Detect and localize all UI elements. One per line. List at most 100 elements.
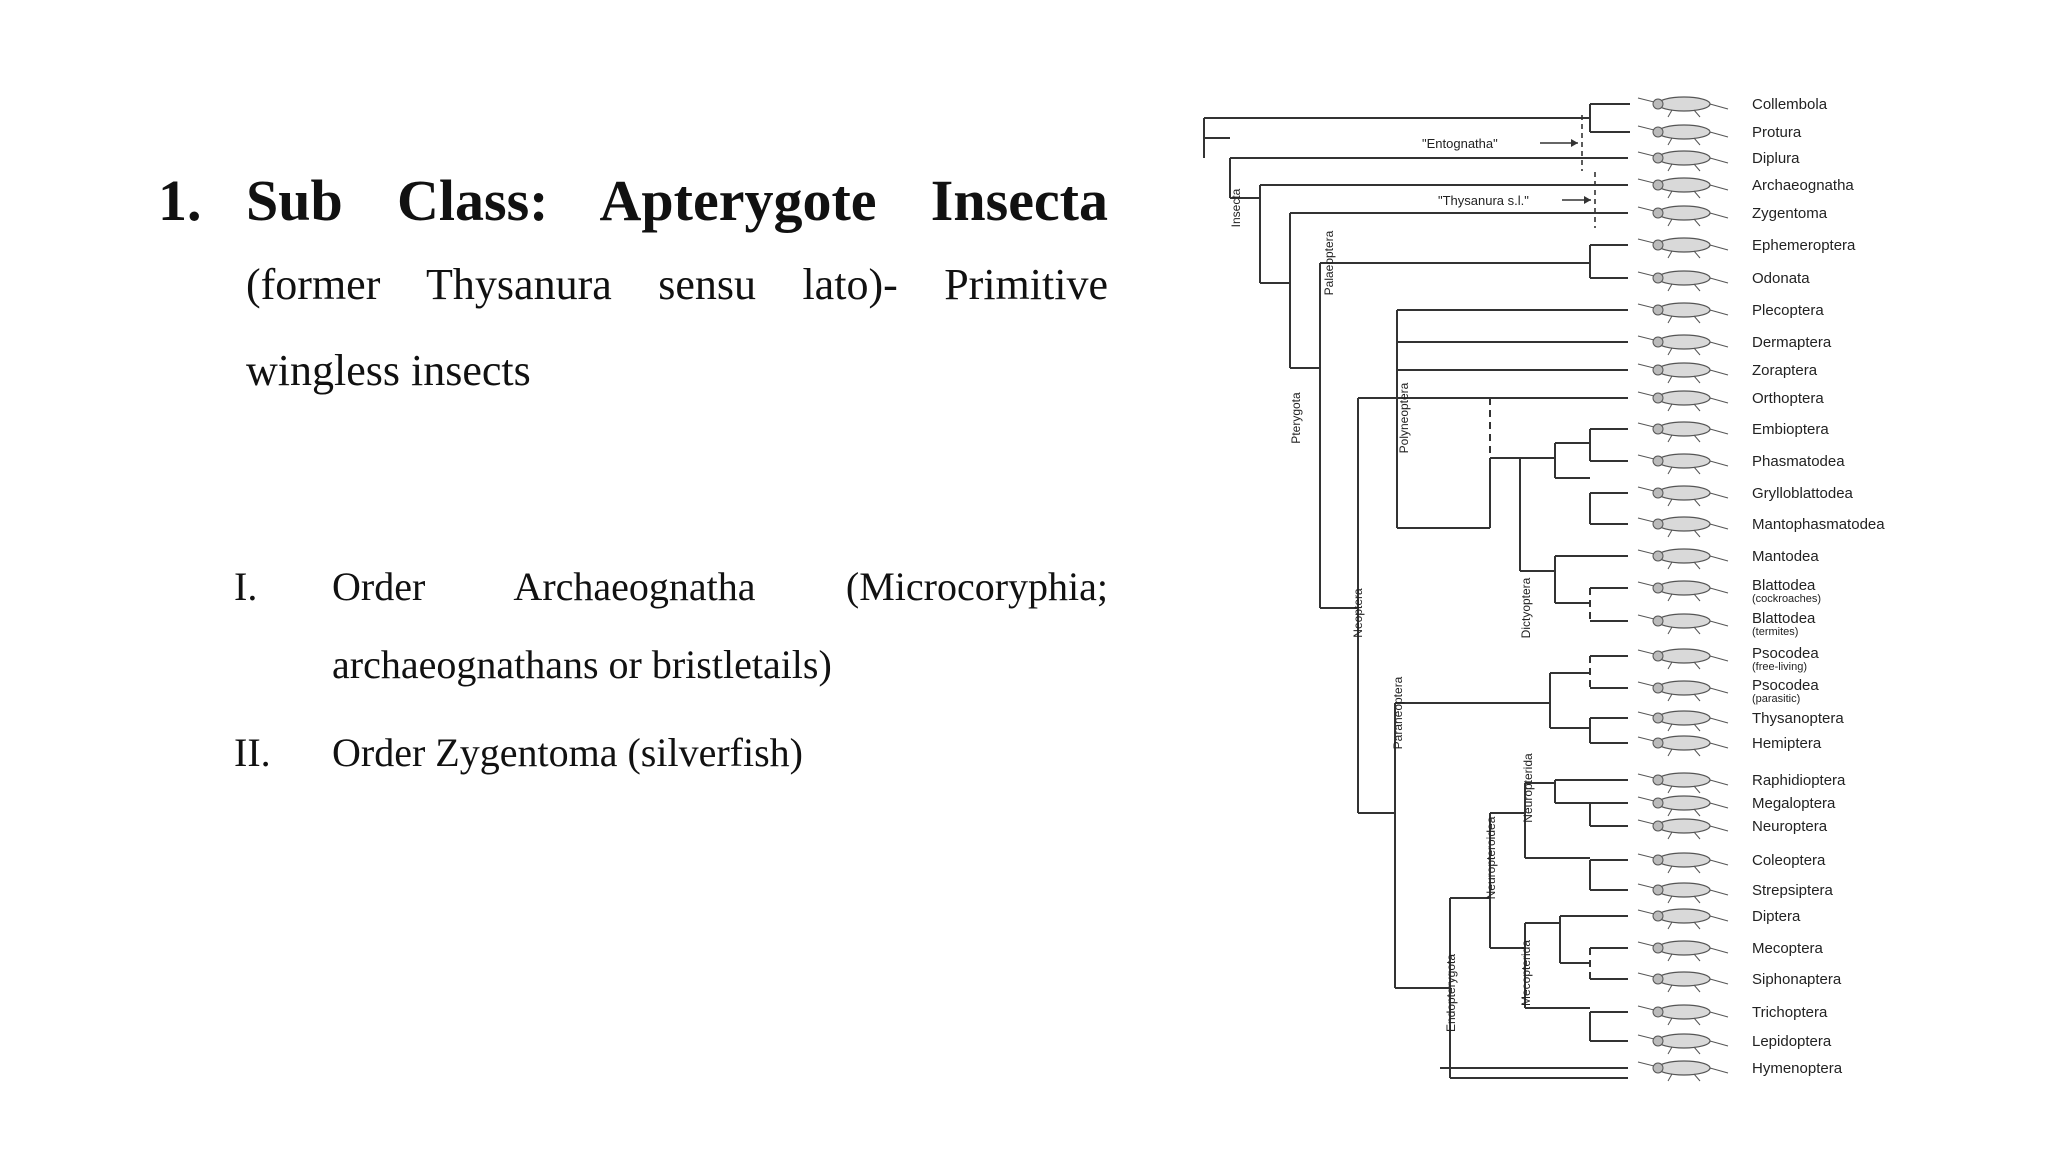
insect-icon bbox=[1637, 516, 1729, 538]
clade-label: Neuropteroidea bbox=[1484, 816, 1498, 899]
insect-icon bbox=[1637, 205, 1729, 227]
taxon-label: Psocodea bbox=[1752, 677, 1819, 694]
section-heading: 1. Sub Class: Apterygote Insecta bbox=[158, 160, 1108, 242]
insect-icon bbox=[1637, 150, 1729, 172]
insect-icon bbox=[1637, 648, 1729, 670]
insect-icon bbox=[1637, 818, 1729, 840]
order-text: Order Zygentoma (silverfish) bbox=[332, 730, 803, 775]
callout-label: "Entognatha" bbox=[1422, 136, 1498, 151]
taxon-label: Lepidoptera bbox=[1752, 1033, 1832, 1050]
clade-label: Polyneoptera bbox=[1397, 382, 1411, 453]
taxon-label: Embioptera bbox=[1752, 421, 1829, 438]
taxon-label: Thysanoptera bbox=[1752, 710, 1844, 727]
insect-icon bbox=[1637, 485, 1729, 507]
insect-icon bbox=[1637, 882, 1729, 904]
tree-branches bbox=[1203, 103, 1630, 1079]
insect-icon bbox=[1637, 1060, 1729, 1082]
clade-label: Dictyoptera bbox=[1519, 577, 1533, 638]
callout-label: "Thysanura s.l." bbox=[1438, 193, 1529, 208]
insect-icon bbox=[1637, 1033, 1729, 1055]
taxon-label: Ephemeroptera bbox=[1752, 237, 1856, 254]
taxon-label: Mantophasmatodea bbox=[1752, 516, 1885, 533]
clade-label: Paraneoptera bbox=[1391, 676, 1405, 749]
taxon-label: Protura bbox=[1752, 124, 1802, 141]
heading-subtitle: (former Thysanura sensu lato)- Primitive… bbox=[246, 260, 1108, 395]
insect-icon bbox=[1637, 453, 1729, 475]
insect-icon bbox=[1637, 852, 1729, 874]
taxon-note: (termites) bbox=[1752, 626, 1798, 638]
taxon-label: Hymenoptera bbox=[1752, 1060, 1843, 1077]
clade-label: Pterygota bbox=[1289, 392, 1303, 444]
taxon-note: (cockroaches) bbox=[1752, 593, 1821, 605]
order-list: I. Order Archaeognatha (Microcoryphia; a… bbox=[234, 548, 1108, 802]
taxon-label: Blattodea bbox=[1752, 577, 1816, 594]
insect-icon bbox=[1637, 940, 1729, 962]
taxon-label: Raphidioptera bbox=[1752, 772, 1846, 789]
taxon-label: Phasmatodea bbox=[1752, 453, 1845, 470]
insect-icon bbox=[1637, 772, 1729, 794]
insect-icon bbox=[1637, 735, 1729, 757]
clade-label: Neoptera bbox=[1351, 588, 1365, 638]
taxon-labels: CollembolaProturaDipluraArchaeognathaZyg… bbox=[1752, 96, 1885, 1077]
insect-icon bbox=[1637, 334, 1729, 356]
insect-icon bbox=[1637, 177, 1729, 199]
insect-icon bbox=[1637, 237, 1729, 259]
insect-icon bbox=[1637, 580, 1729, 602]
insect-icon bbox=[1637, 421, 1729, 443]
insect-icon bbox=[1637, 795, 1729, 817]
heading-title: Sub Class: Apterygote Insecta bbox=[246, 168, 1108, 233]
clade-label: Neuropterida bbox=[1521, 753, 1535, 823]
order-numeral: I. bbox=[234, 564, 258, 609]
list-item: I. Order Archaeognatha (Microcoryphia; a… bbox=[234, 548, 1108, 704]
taxon-label: Grylloblattodea bbox=[1752, 485, 1854, 502]
clade-label: Mecopterida bbox=[1519, 940, 1533, 1006]
insect-icon bbox=[1637, 908, 1729, 930]
taxon-label: Mecoptera bbox=[1752, 940, 1824, 957]
taxon-label: Archaeognatha bbox=[1752, 177, 1854, 194]
taxon-label: Psocodea bbox=[1752, 645, 1819, 662]
taxon-label: Orthoptera bbox=[1752, 390, 1824, 407]
insect-icon bbox=[1637, 96, 1729, 118]
taxon-label: Odonata bbox=[1752, 270, 1810, 287]
taxon-label: Strepsiptera bbox=[1752, 882, 1834, 899]
taxon-note: (parasitic) bbox=[1752, 693, 1800, 705]
clade-label: Endopterygota bbox=[1444, 954, 1458, 1032]
taxon-note: (free-living) bbox=[1752, 661, 1807, 673]
order-text: Order Archaeognatha (Microcoryphia; arch… bbox=[332, 564, 1108, 687]
insect-icon bbox=[1637, 710, 1729, 732]
taxon-label: Megaloptera bbox=[1752, 795, 1836, 812]
callouts: "Entognatha" "Thysanura s.l." bbox=[1422, 115, 1596, 228]
taxon-label: Dermaptera bbox=[1752, 334, 1832, 351]
slide-text-block: 1. Sub Class: Apterygote Insecta (former… bbox=[158, 160, 1108, 414]
taxon-label: Plecoptera bbox=[1752, 302, 1824, 319]
insect-icon bbox=[1637, 302, 1729, 324]
insect-icon bbox=[1637, 362, 1729, 384]
heading-number: 1. bbox=[158, 168, 202, 233]
insect-icon bbox=[1637, 390, 1729, 412]
clade-label: Insecta bbox=[1229, 188, 1243, 227]
taxon-label: Trichoptera bbox=[1752, 1004, 1828, 1021]
taxon-label: Diptera bbox=[1752, 908, 1801, 925]
taxon-label: Mantodea bbox=[1752, 548, 1819, 565]
arrowhead-icon bbox=[1584, 196, 1591, 204]
insect-icon bbox=[1637, 548, 1729, 570]
clade-label: Palaeoptera bbox=[1322, 230, 1336, 295]
taxon-label: Coleoptera bbox=[1752, 852, 1826, 869]
insect-icon bbox=[1637, 270, 1729, 292]
taxon-label: Zygentoma bbox=[1752, 205, 1828, 222]
taxon-label: Hemiptera bbox=[1752, 735, 1822, 752]
insect-icon bbox=[1637, 1004, 1729, 1026]
insect-icon bbox=[1637, 971, 1729, 993]
taxon-label: Zoraptera bbox=[1752, 362, 1818, 379]
order-numeral: II. bbox=[234, 730, 271, 775]
taxon-label: Collembola bbox=[1752, 96, 1828, 113]
taxon-label: Blattodea bbox=[1752, 610, 1816, 627]
insect-icons bbox=[1637, 96, 1729, 1082]
arrowhead-icon bbox=[1571, 139, 1578, 147]
taxon-label: Siphonaptera bbox=[1752, 971, 1842, 988]
list-item: II. Order Zygentoma (silverfish) bbox=[234, 714, 1108, 792]
insect-icon bbox=[1637, 680, 1729, 702]
phylogeny-svg: CollembolaProturaDipluraArchaeognathaZyg… bbox=[1203, 96, 1885, 1082]
